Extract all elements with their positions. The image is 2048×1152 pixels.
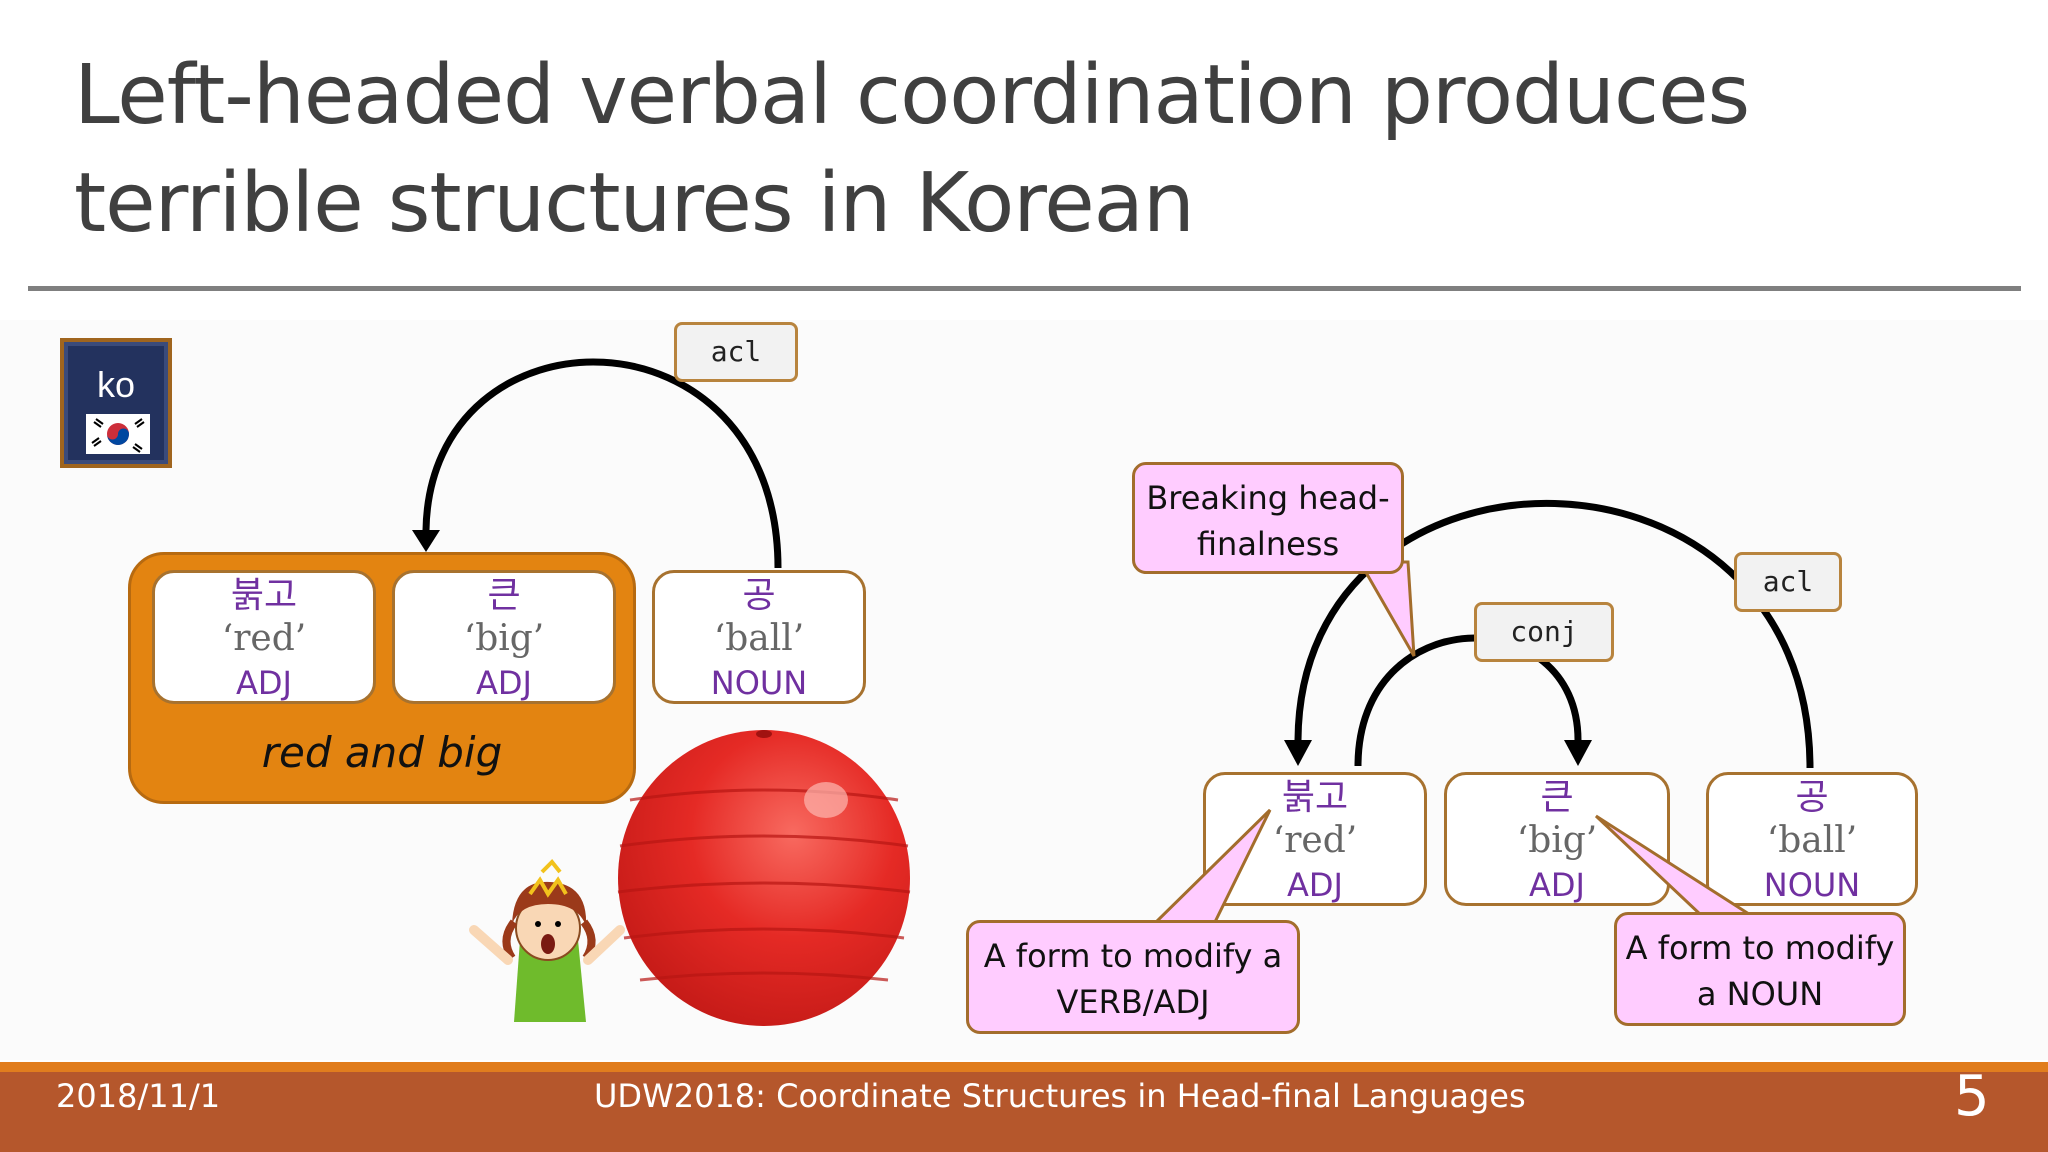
footer-date: 2018/11/1 xyxy=(56,1074,220,1118)
footer-title: UDW2018: Coordinate Structures in Head-f… xyxy=(594,1074,1526,1118)
left-acl-label: acl xyxy=(674,322,798,382)
left-acl-arc xyxy=(426,362,778,568)
callout-breaking-tail xyxy=(1360,562,1414,656)
page-number: 5 xyxy=(1954,1064,1990,1130)
callout-modify-verb-adj: A form to modify a VERB/ADJ xyxy=(966,920,1300,1034)
red-ball-illustration xyxy=(618,730,910,1026)
callout-verb-tail xyxy=(1154,810,1270,924)
callout-noun-tail xyxy=(1596,816,1752,916)
left-acl-arrowhead xyxy=(412,530,440,552)
footer-accent xyxy=(0,1062,2048,1072)
callout-breaking-head-finalness: Breaking head-finalness xyxy=(1132,462,1404,574)
right-conj-arrowhead xyxy=(1564,740,1592,766)
callout-modify-noun: A form to modify a NOUN xyxy=(1614,912,1906,1026)
surprised-girl-illustration xyxy=(474,862,620,1022)
right-acl-arrowhead xyxy=(1284,740,1312,766)
right-acl-label: acl xyxy=(1734,552,1842,612)
right-conj-label: conj xyxy=(1474,602,1614,662)
